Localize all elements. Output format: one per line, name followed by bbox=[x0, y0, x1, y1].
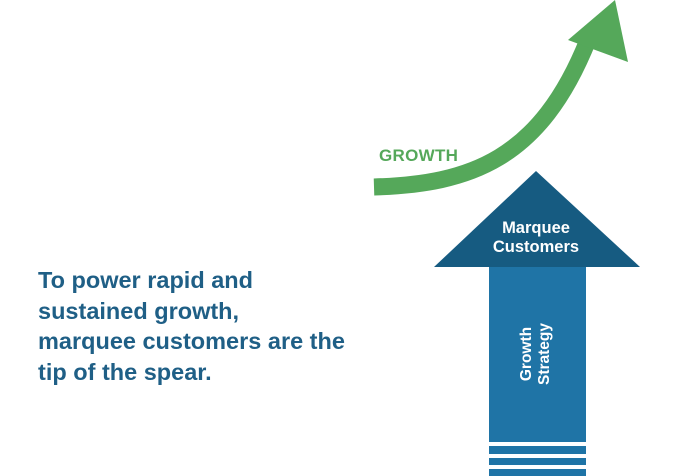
statement-line: marquee customers are the bbox=[38, 328, 345, 354]
spearhead-label-line: Customers bbox=[492, 238, 580, 256]
shaft-label-line: Growth bbox=[518, 326, 535, 382]
shaft-stripe-2 bbox=[489, 458, 586, 465]
growth-curve bbox=[373, 36, 596, 196]
growth-arrowhead bbox=[568, 0, 628, 62]
growth-label: GROWTH bbox=[379, 146, 459, 165]
statement-line: tip of the spear. bbox=[38, 358, 212, 385]
statement-text: To power rapid and sustained growth, mar… bbox=[38, 265, 398, 387]
spearhead bbox=[434, 171, 640, 267]
shaft-stripe-3 bbox=[489, 469, 586, 476]
shaft-stripe-1 bbox=[489, 446, 586, 454]
shaft-label: Growth Strategy bbox=[518, 289, 556, 419]
spearhead-label-line: Marquee bbox=[502, 219, 570, 237]
statement-line: To power rapid and bbox=[38, 267, 253, 293]
spear-shaft bbox=[489, 267, 586, 442]
spearhead-label: Marquee Customers bbox=[471, 219, 601, 257]
shaft-label-line: Strategy bbox=[536, 322, 553, 386]
statement-line: sustained growth, bbox=[38, 297, 240, 324]
